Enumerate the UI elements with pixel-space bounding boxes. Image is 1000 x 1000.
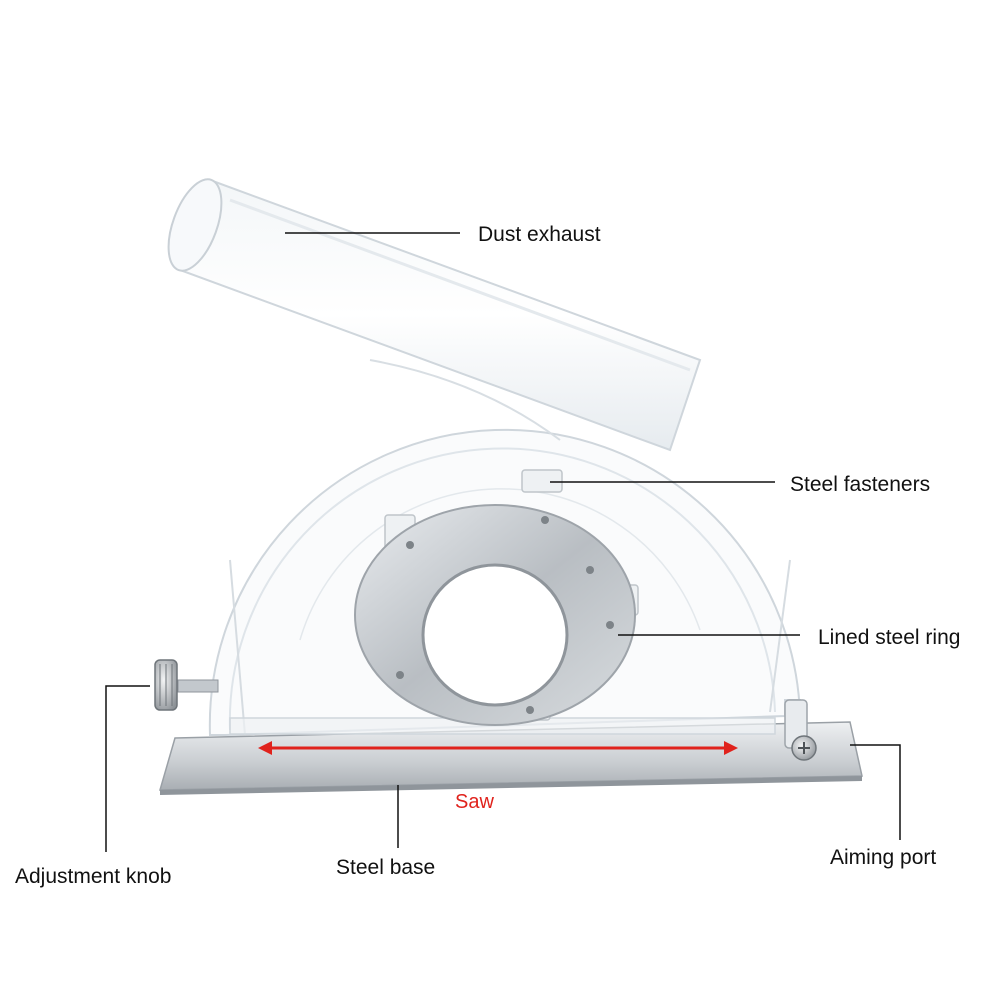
steel-base-plate [158,721,863,795]
lined-steel-ring [354,504,636,726]
label-adjustment-knob: Adjustment knob [15,865,172,888]
label-saw: Saw [455,791,494,813]
leader-adjustment-knob [105,685,150,852]
label-aiming-port: Aiming port [830,846,937,869]
leader-lines [105,232,901,852]
label-steel-fasteners: Steel fasteners [790,473,931,496]
label-lined-steel-ring: Lined steel ring [818,626,961,649]
adjustment-knob [154,659,219,711]
label-steel-base: Steel base [336,856,436,879]
dust-exhaust-tube [167,178,702,452]
leader-aiming-port [850,744,901,840]
label-dust-exhaust: Dust exhaust [478,223,601,246]
aiming-port-hinge [784,699,817,761]
saw-arrow [258,741,738,755]
